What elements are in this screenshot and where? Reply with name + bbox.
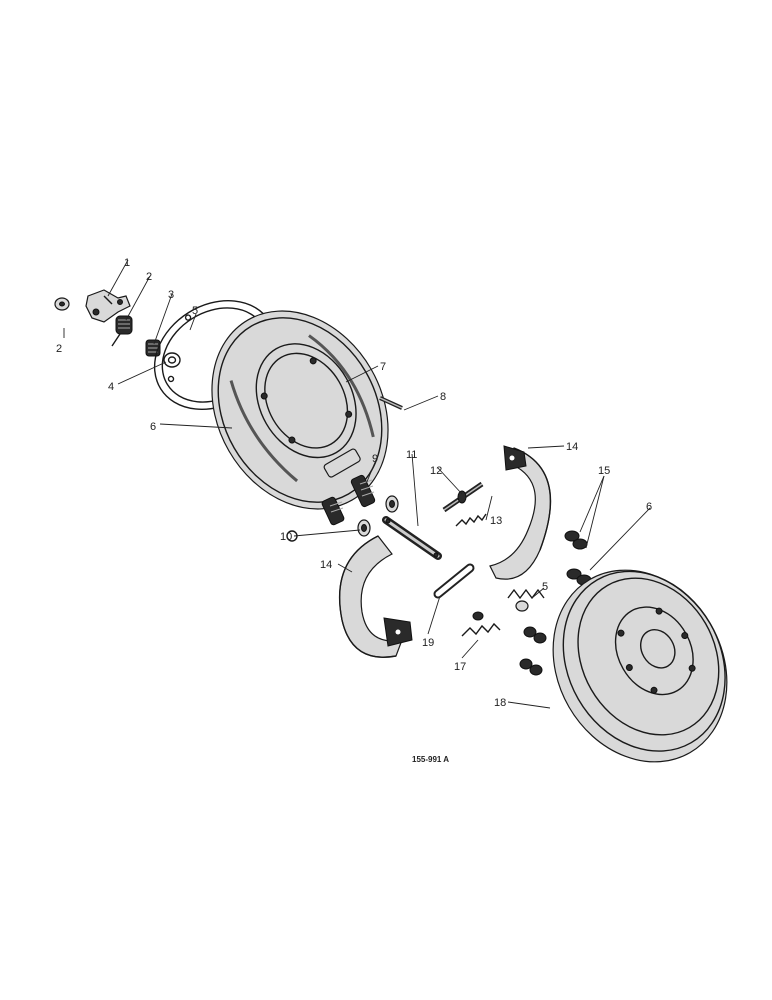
label-7: 7 bbox=[380, 361, 386, 373]
label-4: 4 bbox=[108, 381, 114, 393]
part-washer bbox=[163, 352, 181, 368]
part-brake-shoe-upper bbox=[489, 445, 552, 580]
figure-reference: 155-991 A bbox=[412, 755, 449, 764]
label-15: 15 bbox=[598, 465, 610, 477]
label-2: 2 bbox=[146, 271, 152, 283]
label-11: 11 bbox=[406, 449, 417, 461]
part-adjuster-nut-upper bbox=[385, 495, 399, 513]
part-backing-plate bbox=[211, 310, 389, 510]
part-strut bbox=[382, 516, 442, 560]
part-hold-down-spring-1 bbox=[564, 530, 580, 542]
part-adjuster-screw bbox=[442, 481, 484, 513]
part-return-spring-upper bbox=[455, 513, 487, 527]
label-14a: 14 bbox=[566, 441, 578, 453]
part-hold-down-spring-2 bbox=[572, 538, 588, 550]
leader-lines bbox=[63, 259, 651, 709]
label-18: 18 bbox=[494, 697, 506, 709]
label-17: 17 bbox=[454, 661, 466, 673]
label-2b: 2 bbox=[56, 343, 62, 355]
part-adjuster-nut-lower bbox=[357, 519, 371, 537]
label-13: 13 bbox=[490, 515, 502, 527]
label-12: 12 bbox=[430, 465, 442, 477]
label-9: 9 bbox=[372, 453, 378, 465]
part-brake-shoe-lower bbox=[338, 535, 413, 658]
label-14b: 14 bbox=[320, 559, 332, 571]
part-link bbox=[433, 563, 475, 599]
part-spring bbox=[111, 315, 133, 347]
part-adjuster-bolt-lower bbox=[321, 496, 345, 526]
part-cup-set bbox=[519, 626, 547, 676]
callout-labels: 1 2 2 3 4 5 6 6 7 8 9 10 11 12 13 14 14 … bbox=[56, 257, 652, 709]
label-5: 5 bbox=[192, 305, 198, 317]
part-bracket bbox=[85, 289, 131, 323]
label-8: 8 bbox=[440, 391, 446, 403]
part-return-spring-lower bbox=[461, 611, 501, 637]
label-19: 19 bbox=[422, 637, 434, 649]
part-nut bbox=[54, 297, 70, 311]
part-pin bbox=[379, 396, 403, 410]
label-6b: 6 bbox=[646, 501, 652, 513]
part-brake-drum bbox=[552, 569, 728, 763]
label-6a: 6 bbox=[150, 421, 156, 433]
label-1: 1 bbox=[124, 257, 130, 269]
label-5b: 5 bbox=[542, 581, 548, 593]
label-10: 10 bbox=[280, 531, 292, 543]
part-adjuster-bolt-upper bbox=[350, 474, 376, 508]
label-3: 3 bbox=[168, 289, 174, 301]
part-adjuster-spring bbox=[507, 588, 545, 612]
